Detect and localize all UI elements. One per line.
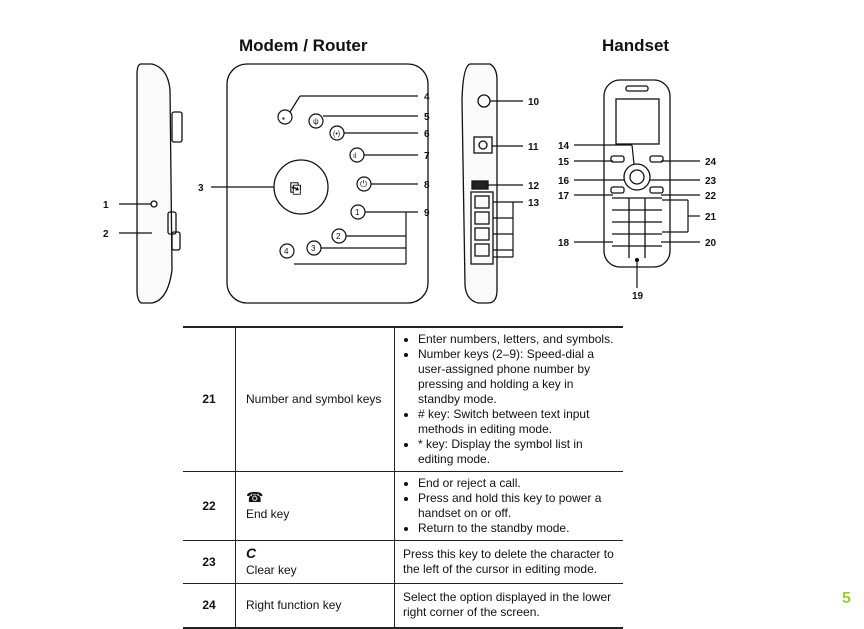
callout-6: 6	[424, 129, 430, 140]
callout-9: 9	[424, 208, 430, 219]
device-diagram: ⎘ ▪ ψ (•) ıl ⏻ 1 2 3 4	[103, 63, 717, 304]
handset-front	[603, 79, 671, 268]
description-item: # key: Switch between text input methods…	[418, 407, 615, 437]
callout-10: 10	[528, 97, 540, 108]
clear-icon: C	[246, 545, 257, 561]
callout-16: 16	[558, 176, 570, 187]
callout-5: 5	[424, 112, 430, 123]
row-number: 24	[183, 583, 236, 628]
table-row: 24 Right function key Select the option …	[183, 583, 623, 628]
callout-17: 17	[558, 191, 570, 202]
key-description: Select the option displayed in the lower…	[403, 590, 612, 620]
callout-13: 13	[528, 198, 540, 209]
callout-23: 23	[705, 176, 717, 187]
description-item: * key: Display the symbol list in editin…	[418, 437, 615, 467]
callout-3: 3	[198, 183, 204, 194]
key-name: Number and symbol keys	[235, 327, 395, 472]
key-name: End key	[246, 507, 290, 521]
button-1-label: 1	[355, 208, 360, 217]
page-number: 5	[842, 590, 851, 607]
table-row: 21 Number and symbol keys Enter numbers,…	[183, 327, 623, 472]
callout-22: 22	[705, 191, 717, 202]
description-item: Return to the standby mode.	[418, 521, 615, 536]
end-call-icon: ☎	[246, 489, 264, 505]
leader-lines	[119, 95, 700, 288]
button-3-label: 3	[311, 244, 316, 253]
callout-24: 24	[705, 157, 717, 168]
key-description: Press this key to delete the character t…	[403, 547, 614, 576]
modem-front: ⎘ ▪ ψ (•) ıl ⏻ 1 2 3 4	[226, 63, 429, 304]
callout-2: 2	[103, 229, 109, 240]
sim-icon: ▪	[282, 114, 285, 123]
key-name-cell: C Clear key	[235, 540, 395, 584]
callout-15: 15	[558, 157, 570, 168]
power-icon: ⏻	[360, 179, 367, 189]
wps-icon: ⎘	[290, 180, 301, 196]
table-row: 23 C Clear key Press this key to delete …	[183, 540, 623, 584]
callout-11: 11	[528, 142, 539, 153]
callout-12: 12	[528, 181, 540, 192]
row-number: 21	[183, 327, 236, 472]
button-2-label: 2	[336, 232, 341, 241]
table-row: 22 ☎ End key End or reject a call. Press…	[183, 471, 624, 541]
modem-side-view-left	[136, 63, 183, 304]
callout-19: 19	[632, 291, 644, 302]
wifi-icon: (•)	[333, 131, 340, 138]
callout-20: 20	[705, 238, 717, 249]
modem-side-view-right	[461, 63, 498, 304]
signal-icon: ıl	[353, 153, 357, 160]
description-item: Press and hold this key to power a hands…	[418, 491, 615, 521]
key-description: End or reject a call. Press and hold thi…	[395, 472, 624, 541]
key-description: Enter numbers, letters, and symbols. Num…	[395, 327, 624, 472]
callout-1: 1	[103, 200, 109, 211]
handset-heading: Handset	[602, 36, 670, 55]
callout-4: 4	[424, 92, 430, 103]
modem-router-heading: Modem / Router	[239, 36, 368, 55]
description-item: Number keys (2–9): Speed-dial a user-ass…	[418, 347, 615, 407]
description-item: End or reject a call.	[418, 476, 615, 491]
description-item: Enter numbers, letters, and symbols.	[418, 332, 615, 347]
row-number: 22	[183, 471, 236, 541]
key-description-table: 21 Number and symbol keys Enter numbers,…	[183, 326, 623, 629]
callout-8: 8	[424, 180, 430, 191]
callout-7: 7	[424, 151, 430, 162]
usb-icon: ψ	[313, 117, 319, 126]
callout-21: 21	[705, 212, 717, 223]
callout-18: 18	[558, 238, 570, 249]
key-name: Clear key	[246, 563, 297, 577]
callout-14: 14	[558, 141, 570, 152]
key-name: Right function key	[235, 583, 395, 628]
button-4-label: 4	[284, 247, 289, 256]
row-number: 23	[183, 540, 236, 584]
key-name-cell: ☎ End key	[235, 471, 395, 541]
